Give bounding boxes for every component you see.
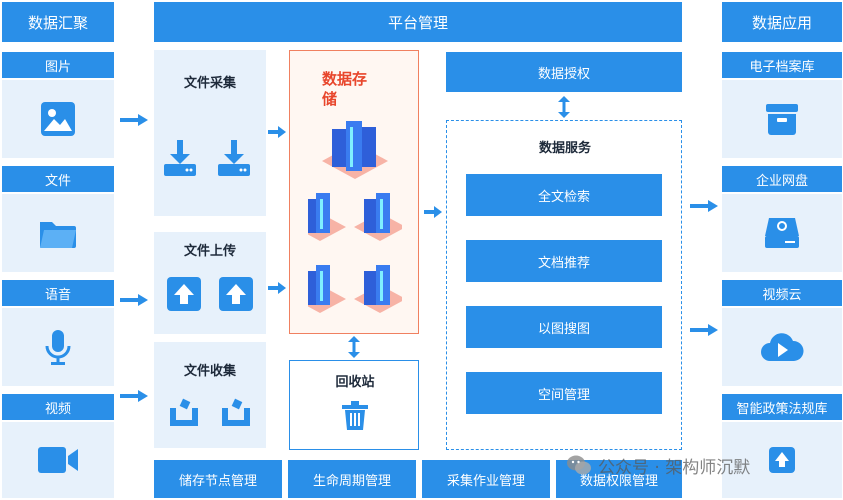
trash-icon [342, 401, 368, 430]
arrow-video-to-gather [120, 390, 148, 402]
data-authorization-button[interactable]: 数据授权 [446, 52, 682, 92]
arrow-upload-to-storage [268, 282, 286, 294]
app-archive-panel[interactable] [722, 80, 842, 158]
lifecycle-management-button[interactable]: 生命周期管理 [288, 460, 416, 498]
watermark: 公众号 · 架构师沉默 [566, 452, 750, 478]
source-image-panel [2, 80, 114, 158]
source-video-panel [2, 422, 114, 498]
right-column-header: 数据应用 [722, 2, 842, 42]
space-management-button[interactable]: 空间管理 [466, 372, 662, 414]
ingest-upload-title: 文件上传 [183, 244, 236, 259]
source-image-label: 图片 [2, 52, 114, 78]
ingest-collect-panel: 文件采集 [154, 50, 266, 216]
app-drive-panel[interactable] [722, 194, 842, 272]
arrow-services-to-videocloud [690, 324, 718, 336]
arrow-voice-to-upload [120, 294, 148, 306]
recycle-bin-title: 回收站 [335, 375, 375, 390]
source-video-label: 视频 [2, 394, 114, 420]
left-column-title: 数据汇聚 [27, 13, 88, 32]
app-policy-label: 智能政策法规库 [722, 394, 842, 420]
source-file-label: 文件 [2, 166, 114, 192]
source-voice-label: 语音 [2, 280, 114, 306]
image-icon [41, 102, 75, 136]
app-archive-label: 电子档案库 [722, 52, 842, 78]
arrow-auth-services [558, 96, 570, 118]
upload-icon [219, 277, 253, 311]
ingest-collect-title: 文件采集 [183, 76, 236, 91]
arrow-storage-to-services [424, 206, 442, 218]
collect-icon [222, 398, 250, 426]
platform-management-header: 平台管理 [154, 2, 682, 42]
server-cluster-icon [308, 121, 402, 313]
ingest-gather-title: 文件收集 [183, 364, 236, 379]
storage-node-management-button[interactable]: 储存节点管理 [154, 460, 282, 498]
data-storage-title: 数据存储 [322, 70, 368, 108]
right-column-title: 数据应用 [751, 13, 812, 32]
platform-management-title: 平台管理 [387, 13, 448, 32]
app-videocloud-panel[interactable] [722, 308, 842, 386]
arrow-services-to-drive [690, 200, 718, 212]
folder-icon [40, 222, 76, 248]
video-cloud-icon [761, 333, 804, 361]
wechat-icon [567, 455, 591, 475]
policy-library-icon [769, 447, 795, 473]
app-videocloud-label: 视频云 [722, 280, 842, 306]
upload-icon [167, 277, 201, 311]
image-search-button[interactable]: 以图搜图 [466, 306, 662, 348]
download-icon [164, 140, 196, 176]
full-text-search-button[interactable]: 全文检索 [466, 174, 662, 216]
arrow-storage-recycle [348, 336, 360, 358]
document-recommend-button[interactable]: 文档推荐 [466, 240, 662, 282]
arrow-collect-to-storage [268, 126, 286, 138]
ingest-upload-panel: 文件上传 [154, 232, 266, 334]
source-file-panel [2, 194, 114, 272]
data-storage-panel: 数据存储 [289, 50, 419, 334]
recycle-bin-panel[interactable]: 回收站 [289, 360, 419, 450]
left-column-header: 数据汇聚 [2, 2, 114, 42]
app-policy-panel[interactable] [722, 422, 842, 498]
arrow-image-to-collect [120, 114, 148, 126]
microphone-icon [45, 330, 71, 365]
data-authorization-label: 数据授权 [537, 66, 590, 82]
ingest-gather-panel: 文件收集 [154, 342, 266, 448]
collect-icon [170, 398, 198, 426]
collection-job-management-button[interactable]: 采集作业管理 [422, 460, 550, 498]
watermark-text: 公众号 · 架构师沉默 [598, 457, 751, 478]
app-drive-label: 企业网盘 [722, 166, 842, 192]
archive-box-icon [766, 104, 798, 135]
network-drive-icon [765, 218, 799, 248]
video-camera-icon [38, 447, 78, 473]
data-services-title: 数据服务 [538, 141, 591, 156]
source-voice-panel [2, 308, 114, 386]
download-icon [218, 140, 250, 176]
